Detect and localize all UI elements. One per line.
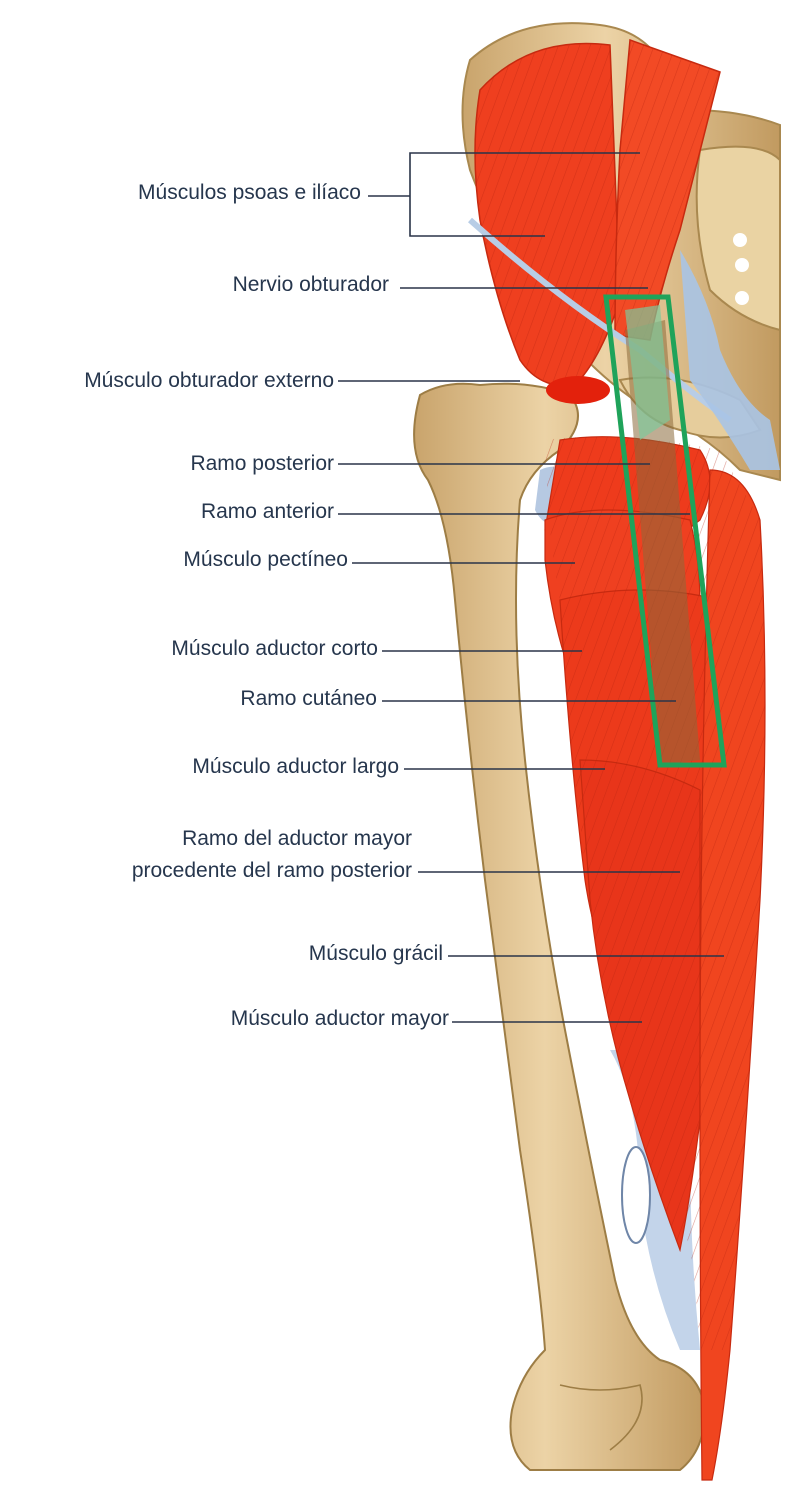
label-gracil: Músculo grácil: [308, 942, 443, 965]
label-psoas-iliaco: Músculos psoas e ilíaco: [138, 181, 361, 204]
label-ramo-aductor-mayor-line2: procedente del ramo posterior: [131, 859, 412, 882]
plexus-nerves: [680, 250, 780, 470]
obturator-nerve-green: [625, 305, 670, 440]
sacral-foramen: [735, 258, 749, 272]
label-aductor-mayor: Músculo aductor mayor: [230, 1007, 449, 1030]
iliacus-muscle-fibers: [475, 43, 620, 386]
label-ramo-posterior: Ramo posterior: [190, 452, 334, 475]
label-aductor-corto: Músculo aductor corto: [171, 637, 378, 660]
label-ramo-aductor-mayor: Ramo del aductor mayor procedente del ra…: [132, 823, 412, 887]
femoral-condyle-line: [559, 1384, 643, 1451]
label-ramo-anterior: Ramo anterior: [200, 500, 334, 523]
label-pectineo: Músculo pectíneo: [183, 548, 348, 571]
psoas-bracket: [368, 152, 640, 237]
highlight-frame: [603, 294, 727, 768]
sacral-foramen: [735, 291, 749, 305]
adductor-hiatus: [621, 1146, 651, 1244]
label-ramo-aductor-mayor-line1: Ramo del aductor mayor: [182, 827, 412, 850]
label-nervio-obturador: Nervio obturador: [232, 273, 389, 296]
label-ramo-cutaneo: Ramo cutáneo: [240, 687, 377, 710]
psoas-muscle-fibers: [615, 40, 720, 340]
obturator-externus-muscle: [546, 376, 610, 404]
femur-bone: [413, 382, 707, 1471]
label-obturador-externo: Músculo obturador externo: [84, 369, 334, 392]
label-aductor-largo: Músculo aductor largo: [192, 755, 399, 778]
sacral-foramen: [733, 233, 747, 247]
